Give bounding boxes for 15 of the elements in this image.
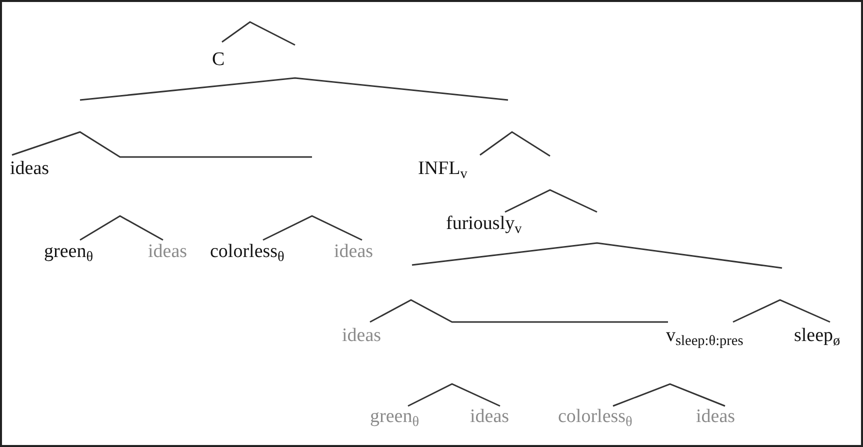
tree-word: v$_{sleep:θ:pres}$ <box>666 324 744 348</box>
tree-word: colorless$_{θ}$ <box>210 240 284 264</box>
tree-word: colorless$_{θ}$ <box>558 405 632 429</box>
tree-word: ideas <box>10 157 50 181</box>
tree-word: ideas <box>148 240 188 264</box>
tree-word: green$_{θ}$ <box>370 405 420 429</box>
tree-word: INFL$_{v}$ <box>418 157 468 181</box>
tree-word: ideas <box>696 405 736 429</box>
tree-word: C <box>212 48 225 72</box>
tree-word: green$_{θ}$ <box>44 240 94 264</box>
tree-word: sleep$_{ø}$ <box>794 324 840 348</box>
tree-word: ideas <box>334 240 374 264</box>
tree-word: ideas <box>342 324 382 348</box>
tree-word: furiously$_{v}$ <box>446 212 522 236</box>
tree-word: ideas <box>470 405 510 429</box>
